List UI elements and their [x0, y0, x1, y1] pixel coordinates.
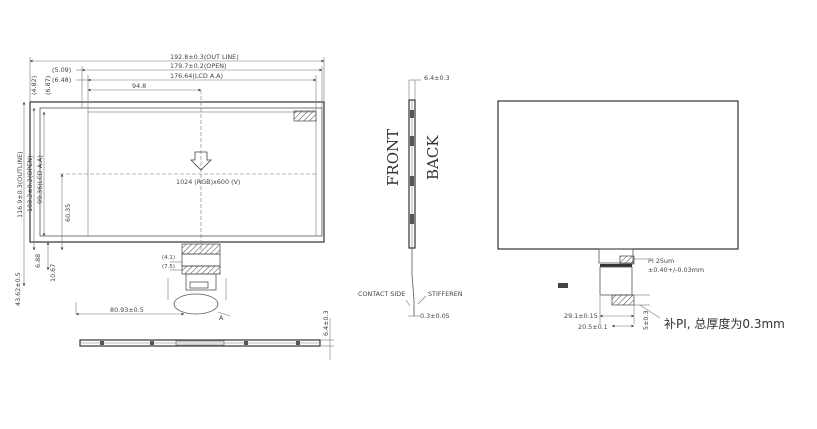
tolerance-note: ±0.40+/-0.03mm	[648, 266, 704, 274]
side-thickness-dim: 6.4±0.3	[424, 74, 450, 82]
dim-5: 5±0.3	[642, 310, 650, 330]
lcd-aa-width-dim: 176.64(LCD A.A)	[170, 72, 223, 80]
arrow-down-icon	[190, 151, 212, 171]
bottom-view: 6.4±0.3	[79, 310, 334, 360]
center-x-dim: 94.8	[132, 82, 146, 90]
total-height-dim: 43.62±0.5	[14, 272, 22, 306]
bottom-thickness-dim: 6.4±0.3	[322, 310, 330, 336]
fpc-1067-dim: 10.67	[49, 264, 57, 282]
stiffener-note: 补PI, 总厚度为0.3mm	[664, 316, 785, 331]
resolution-label: 1024 (RGB)x600 (V)	[176, 178, 240, 186]
contact-side-label: CONTACT SIDE	[358, 290, 405, 298]
back-panel	[497, 100, 739, 250]
ic-block	[293, 110, 317, 122]
fpc-width-label: (4.1)	[162, 255, 175, 261]
dim-20-5: 20.5±0.1	[578, 323, 608, 331]
front-view: 1024 (RGB)x600 (V) 192.8±0.3(OUT LINE) 1…	[14, 53, 325, 322]
open-width-dim: 179.7±0.2(OPEN)	[170, 62, 227, 70]
side-view: 6.4±0.3 FRONT BACK CONTACT SIDE STIFFERE…	[358, 74, 463, 320]
center-y-dim: 60.35	[64, 204, 72, 222]
offset-509-dim: (5.09)	[52, 66, 71, 74]
fpc-pitch-label: (7.5)	[162, 264, 175, 270]
outline-height-dim: 116.9±0.3(OUTLINE)	[16, 151, 24, 218]
fpc-thickness-dim: 0.3±0.05	[420, 312, 450, 320]
detail-marker: A	[219, 314, 224, 322]
fpc-x-dim: 80.93±0.5	[110, 306, 144, 314]
panel-outline	[29, 101, 325, 243]
outline-width-dim: 192.8±0.3(OUT LINE)	[170, 53, 239, 61]
open-area	[39, 107, 323, 237]
detail-circle	[173, 293, 219, 315]
open-height-dim: 103.2±0.2(OPEN)	[26, 155, 34, 212]
side-fpc	[411, 248, 415, 316]
back-view: PI 25um ±0.40+/-0.03mm 29.1±0.15 20.5±0.…	[497, 100, 785, 331]
offset-482-dim: (4.82)	[30, 76, 38, 95]
dim-29-1: 29.1±0.15	[564, 312, 598, 320]
front-label: FRONT	[384, 129, 402, 186]
fpc-tail: A (4.1) (7.5)	[162, 243, 231, 322]
stiffener-label: STIFFEREN	[428, 290, 463, 298]
pi-note: PI 25um	[648, 257, 674, 265]
back-label: BACK	[424, 135, 442, 180]
back-fpc-stiffener	[611, 294, 635, 306]
fpc-688-dim: 6.88	[34, 254, 42, 268]
offset-687-dim: (6.87)	[44, 76, 52, 95]
offset-648-dim: (6.48)	[52, 76, 71, 84]
lcd-aa-height-dim: 99.36(LCD A.A)	[36, 155, 44, 204]
